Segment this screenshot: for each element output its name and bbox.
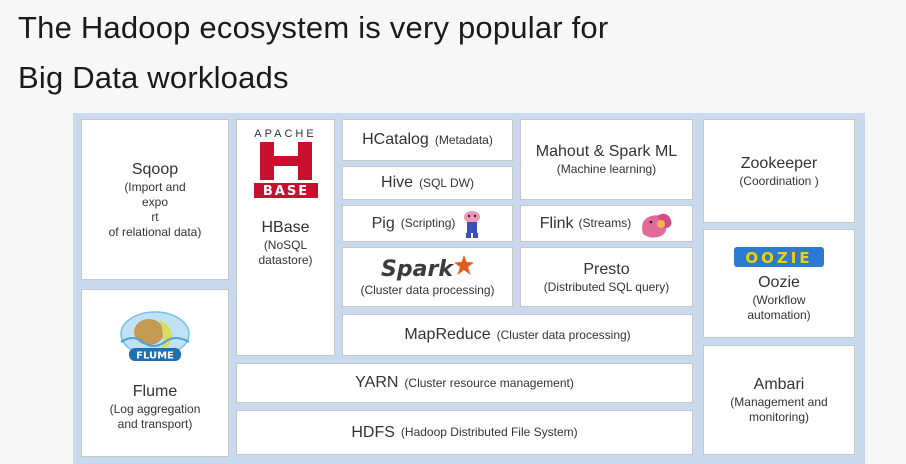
hdfs-desc: (Hadoop Distributed File System) <box>400 425 578 439</box>
zookeeper-box: Zookeeper (Coordination ) <box>703 119 855 223</box>
hive-desc: (SQL DW) <box>419 175 474 190</box>
pig-mascot-icon <box>464 210 481 238</box>
oozie-name: Oozie <box>758 273 800 291</box>
pig-name: Pig <box>371 214 395 232</box>
pig-box: Pig (Scripting) <box>342 205 513 242</box>
sqoop-name: Sqoop <box>131 160 179 178</box>
hbase-logo-text: BASE <box>262 184 308 198</box>
ambari-box: Ambari (Management and monitoring) <box>703 345 855 455</box>
hbase-box: APACHE BASE HBase (NoSQL datastore) <box>236 119 335 356</box>
pig-desc: (Scripting) <box>400 216 456 230</box>
flume-logo: FLUME <box>120 311 190 362</box>
spark-logo: Spark <box>381 256 453 282</box>
slide-title-line-1: The Hadoop ecosystem is very popular for <box>18 10 609 45</box>
mapreduce-name: MapReduce <box>404 326 491 343</box>
presto-name: Presto <box>583 260 630 278</box>
zookeeper-name: Zookeeper <box>740 154 818 172</box>
ambari-desc: (Management and monitoring) <box>730 395 828 424</box>
oozie-box: OOZIE Oozie (Workflow automation) <box>703 229 855 338</box>
flume-name: Flume <box>132 383 178 400</box>
sqoop-box: Sqoop (Import and expo rt of relational … <box>81 119 229 280</box>
oozie-logo: OOZIE <box>734 246 824 267</box>
flume-logo-text: FLUME <box>136 351 174 362</box>
hbase-desc: (NoSQL datastore) <box>258 237 313 267</box>
flink-desc: (Streams) <box>578 216 632 230</box>
oozie-logo-text: OOZIE <box>745 249 812 267</box>
yarn-name: YARN <box>355 374 399 391</box>
oozie-desc: (Workflow automation) <box>747 292 811 322</box>
sqoop-desc: (Import and expo rt of relational data) <box>108 179 202 239</box>
yarn-box: YARN (Cluster resource management) <box>236 363 693 403</box>
squirrel-icon <box>642 213 672 238</box>
hcatalog-box: HCatalog (Metadata) <box>342 119 513 161</box>
presto-box: Presto (Distributed SQL query) <box>520 247 693 307</box>
hbase-logo-apache: APACHE <box>254 128 317 140</box>
hdfs-box: HDFS (Hadoop Distributed File System) <box>236 410 693 455</box>
hbase-logo: BASE <box>253 141 318 198</box>
mapreduce-desc: (Cluster data processing) <box>496 327 631 342</box>
mahout-box: Mahout & Spark ML (Machine learning) <box>520 119 693 200</box>
mahout-name: Mahout & Spark ML <box>535 143 678 160</box>
slide-title-line-2: Big Data workloads <box>18 60 289 95</box>
spark-desc: (Cluster data processing) <box>360 283 495 298</box>
spark-star-icon <box>453 254 474 275</box>
presto-desc: (Distributed SQL query) <box>543 279 670 294</box>
spark-box: Spark (Cluster data processing) <box>342 247 513 307</box>
flume-desc: (Log aggregation and transport) <box>109 402 201 431</box>
mapreduce-box: MapReduce (Cluster data processing) <box>342 314 693 356</box>
yarn-desc: (Cluster resource management) <box>404 375 574 390</box>
hdfs-name: HDFS <box>351 423 395 441</box>
flink-box: Flink (Streams) <box>520 205 693 242</box>
flume-box: FLUME Flume (Log aggregation and transpo… <box>81 289 229 457</box>
hive-box: Hive (SQL DW) <box>342 166 513 200</box>
mahout-desc: (Machine learning) <box>556 162 657 176</box>
ambari-name: Ambari <box>753 376 805 393</box>
hive-name: Hive <box>381 174 414 191</box>
hbase-name: HBase <box>261 218 310 236</box>
zookeeper-desc: (Coordination ) <box>739 173 819 188</box>
hcatalog-name: HCatalog <box>362 131 429 148</box>
flink-name: Flink <box>539 214 574 232</box>
hcatalog-desc: (Metadata) <box>434 132 493 147</box>
